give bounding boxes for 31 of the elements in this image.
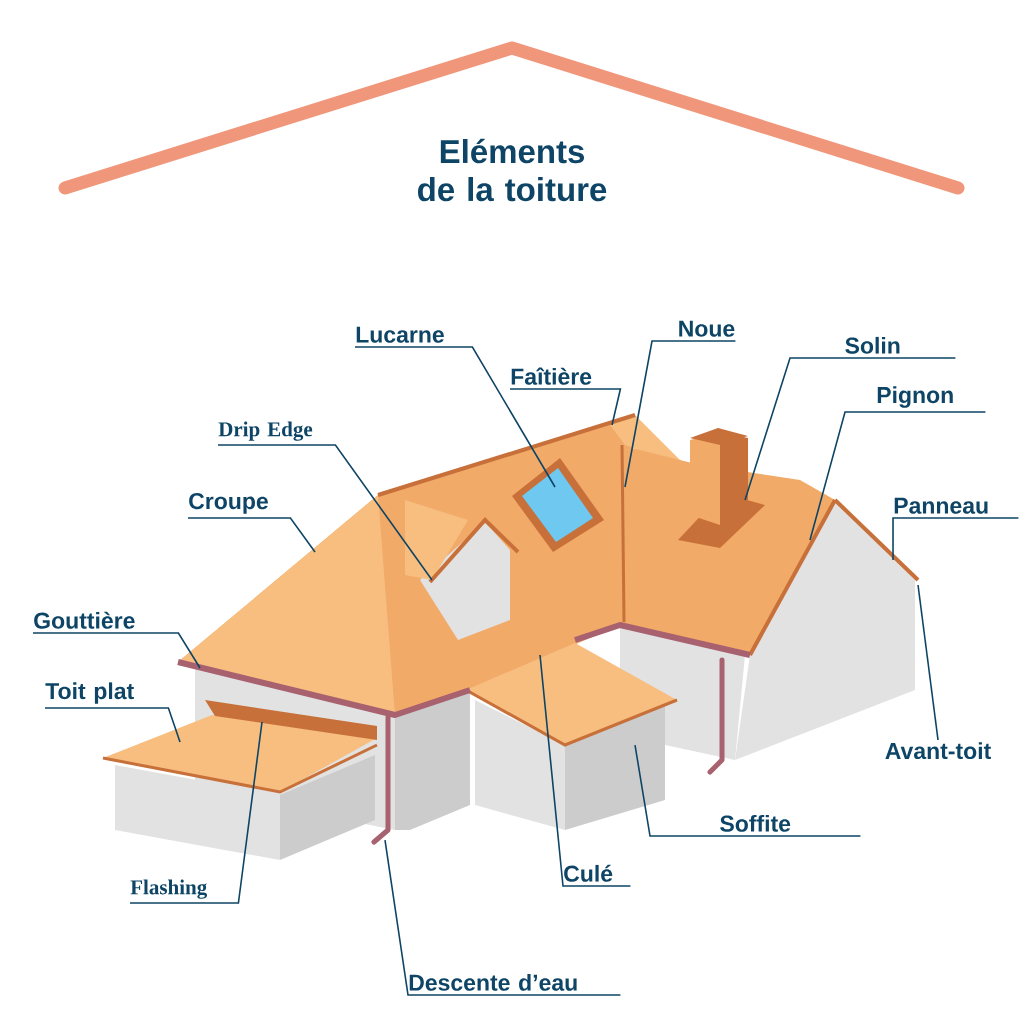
callout-label: Avant-toit <box>885 742 991 760</box>
leader-line <box>32 632 201 669</box>
diagram-title: Eléments de la toiture <box>418 138 607 202</box>
callout-label: Flashing <box>130 879 207 899</box>
callout-label: Lucarne <box>356 326 444 343</box>
callout-label: Toit plat <box>45 682 134 704</box>
callout-label: Faîtière <box>511 367 592 385</box>
callout-label: Noue <box>679 320 735 337</box>
leader-line <box>129 721 263 904</box>
leader-line <box>509 388 622 426</box>
leader-line <box>217 444 433 581</box>
callout-label: Culé <box>564 864 613 882</box>
callout-label: Soffite <box>720 814 791 832</box>
leader-line <box>744 357 957 501</box>
leader-line <box>624 340 737 488</box>
callout-label: Gouttière <box>34 611 135 629</box>
leader-line <box>187 517 316 553</box>
leader-line <box>809 411 987 541</box>
callout-label: Descente d’eau <box>409 973 577 991</box>
leader-line <box>384 839 622 996</box>
callout-label: Drip Edge <box>218 421 313 441</box>
callout-label: Panneau <box>894 497 988 514</box>
leader-line <box>917 584 939 741</box>
callout-label: Pignon <box>877 386 953 408</box>
leader-line <box>44 707 181 743</box>
leader-line <box>634 744 862 837</box>
leader-line <box>354 346 556 488</box>
leader-line <box>539 654 632 887</box>
leader-line <box>892 517 1020 561</box>
callout-label: Croupe <box>189 492 268 514</box>
callout-label: Solin <box>845 336 900 354</box>
